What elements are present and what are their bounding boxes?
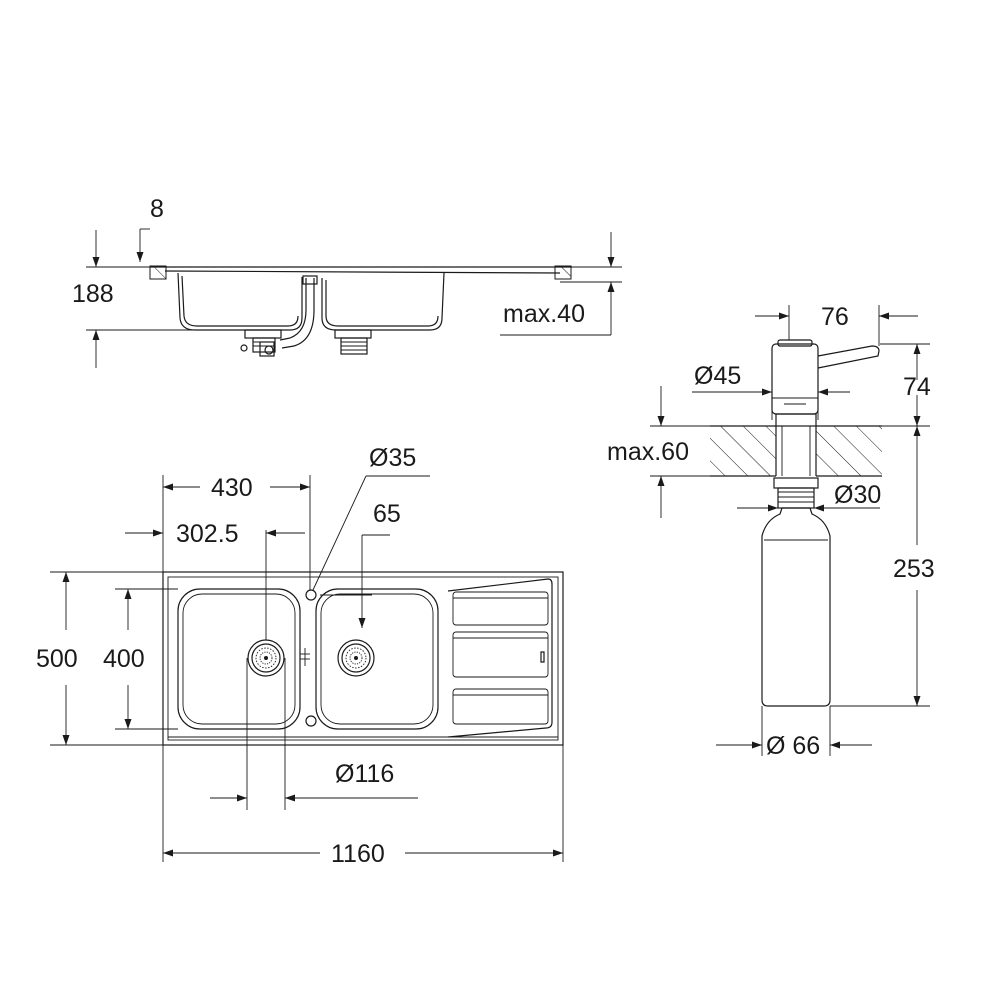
- outer-depth-label: 500: [36, 645, 78, 673]
- sink-side-view: 8 188 max.40: [72, 195, 622, 368]
- waste2-offset-label: 65: [373, 500, 401, 528]
- head-height-label: 74: [903, 373, 931, 401]
- bottle-diameter-label: Ø 66: [766, 732, 820, 760]
- overall-width-label: 1160: [331, 840, 385, 868]
- head-diameter-label: Ø45: [694, 362, 741, 390]
- shank-diameter-label: Ø30: [834, 481, 881, 509]
- below-height-label: 253: [893, 555, 935, 583]
- rim-thickness-label: 8: [150, 195, 164, 223]
- spout-reach-label: 76: [821, 303, 849, 331]
- overall-height-label: 188: [72, 280, 114, 308]
- waste-diameter-label: Ø116: [335, 760, 394, 788]
- tap-hole-diameter-label: Ø35: [369, 444, 416, 472]
- bowl1-width-label: 430: [211, 474, 253, 502]
- max-worktop-dispenser-label: max.60: [607, 438, 689, 466]
- waste1-offset-label: 302.5: [176, 520, 239, 548]
- sink-top-view: Ø35 430 302.5 65 500 400 Ø116: [36, 444, 564, 868]
- max-worktop-label: max.40: [503, 300, 585, 328]
- soap-dispenser-view: 76 Ø45 74 max.60 Ø30 253 Ø 66: [607, 303, 935, 760]
- bowl-depth-label: 400: [103, 645, 145, 673]
